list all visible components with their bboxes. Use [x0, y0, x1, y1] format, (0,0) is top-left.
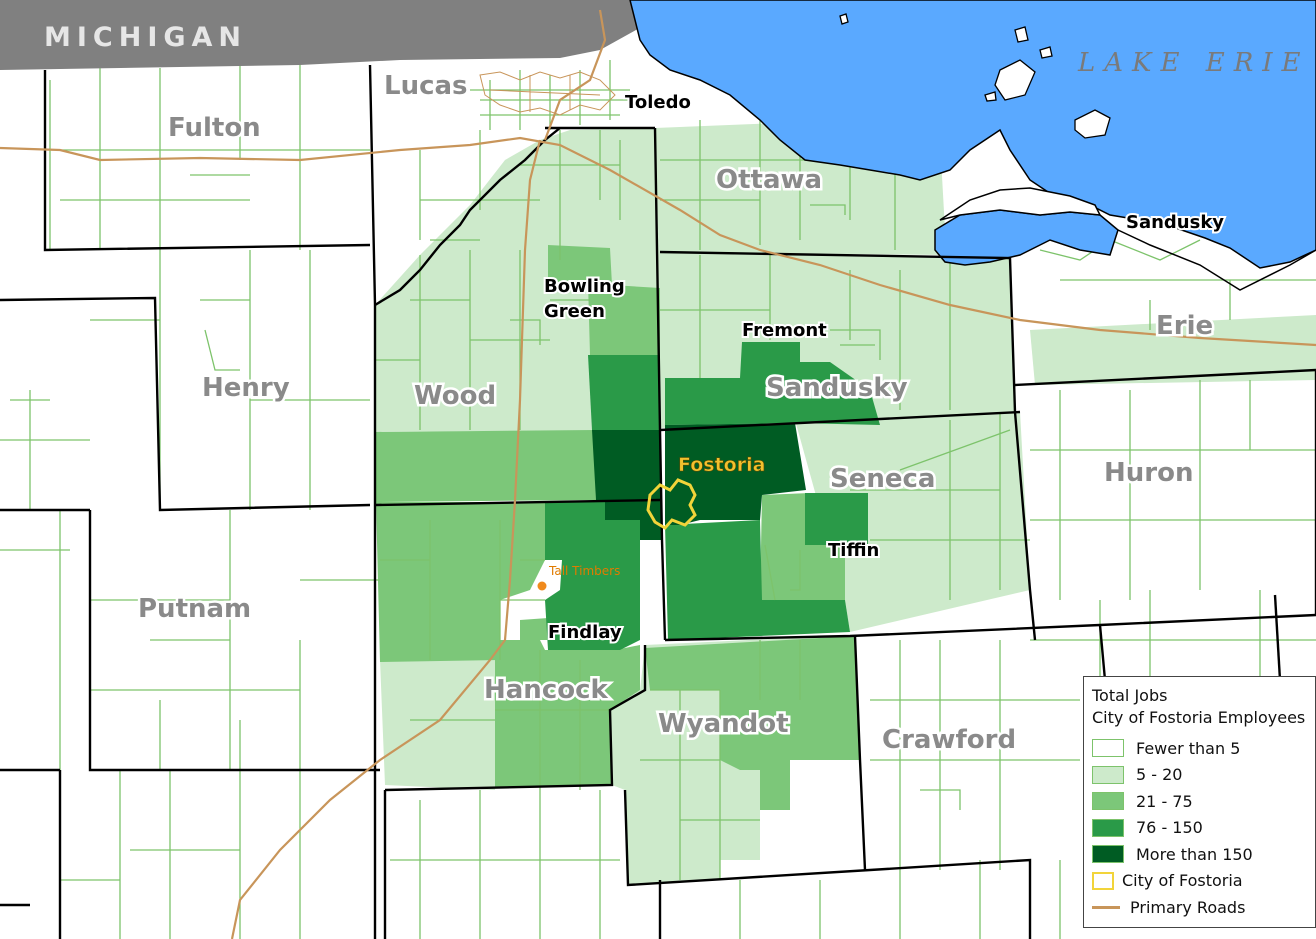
class-76-150-areas	[545, 342, 880, 650]
legend-swatch-primary-roads	[1092, 905, 1120, 909]
marblehead-peninsula	[939, 187, 1102, 221]
county-label-henry: Henry	[202, 373, 290, 403]
city-label-findlay: Findlay	[548, 622, 622, 643]
county-label-huron: Huron	[1104, 458, 1193, 488]
city-label-sandusky: Sandusky	[1126, 212, 1224, 233]
class-21-75-areas	[375, 245, 860, 810]
legend-item: Fewer than 5	[1092, 735, 1307, 762]
legend-subtitle: City of Fostoria Employees	[1092, 708, 1306, 727]
lake-erie-label: LAKE ERIE	[1077, 48, 1310, 78]
county-label-erie: Erie	[1156, 311, 1213, 341]
legend-item: Primary Roads	[1092, 894, 1307, 921]
fostoria-label: Fostoria	[678, 454, 765, 476]
legend-swatch-76-150	[1092, 818, 1124, 837]
county-label-wood: Wood	[414, 381, 496, 411]
fostoria-city-outline	[646, 478, 697, 530]
legend-item: More than 150	[1092, 841, 1307, 868]
city-label-fremont: Fremont	[742, 320, 827, 341]
city-label-green: Green	[544, 301, 605, 322]
legend-item: 21 - 75	[1092, 788, 1307, 815]
legend-item: City of Fostoria	[1092, 868, 1307, 895]
legend-swatch-fewer-than-5	[1092, 739, 1124, 758]
legend-label: City of Fostoria	[1122, 871, 1243, 891]
city-label-tiffin: Tiffin	[828, 540, 879, 561]
legend-label: 76 - 150	[1136, 818, 1203, 838]
legend-label: 5 - 20	[1136, 765, 1183, 785]
county-label-ottawa: Ottawa	[716, 165, 822, 195]
lake-islands	[839, 13, 1111, 139]
county-label-crawford: Crawford	[882, 725, 1016, 755]
tall-timbers-label: Tall Timbers	[548, 564, 620, 578]
legend-title: Total Jobs	[1092, 686, 1168, 705]
tall-timbers-point	[537, 581, 547, 591]
county-label-sandusky: Sandusky	[766, 373, 908, 403]
legend-swatch-city-boundary	[1092, 871, 1114, 890]
michigan-label: MICHIGAN	[44, 22, 247, 53]
county-label-seneca: Seneca	[830, 464, 935, 494]
lake-erie	[629, 0, 1316, 269]
legend-label: 21 - 75	[1136, 791, 1193, 811]
county-label-fulton: Fulton	[168, 113, 261, 143]
legend-label: More than 150	[1136, 844, 1253, 864]
legend-item: 5 - 20	[1092, 762, 1307, 789]
city-label-toledo: Toledo	[625, 92, 691, 113]
michigan-area	[0, 0, 645, 70]
maumee-river-line	[374, 127, 561, 307]
county-label-putnam: Putnam	[138, 594, 251, 624]
map-legend: Total Jobs City of Fostoria Employees Fe…	[1083, 676, 1316, 928]
legend-label: Fewer than 5	[1136, 738, 1241, 758]
legend-swatch-more-than-150	[1092, 845, 1124, 864]
county-label-hancock: Hancock	[484, 675, 609, 705]
legend-swatch-21-75	[1092, 792, 1124, 811]
legend-label: Primary Roads	[1130, 897, 1246, 917]
legend-swatch-5-20	[1092, 765, 1124, 784]
erie-shore	[1117, 229, 1316, 291]
toledo-urban-tracts	[479, 71, 616, 116]
county-label-lucas: Lucas	[384, 71, 468, 101]
legend-item: 76 - 150	[1092, 815, 1307, 842]
county-label-wyandot: Wyandot	[658, 709, 789, 739]
class-more-than-150-areas	[592, 423, 806, 540]
city-label-bowling: Bowling	[544, 276, 625, 297]
